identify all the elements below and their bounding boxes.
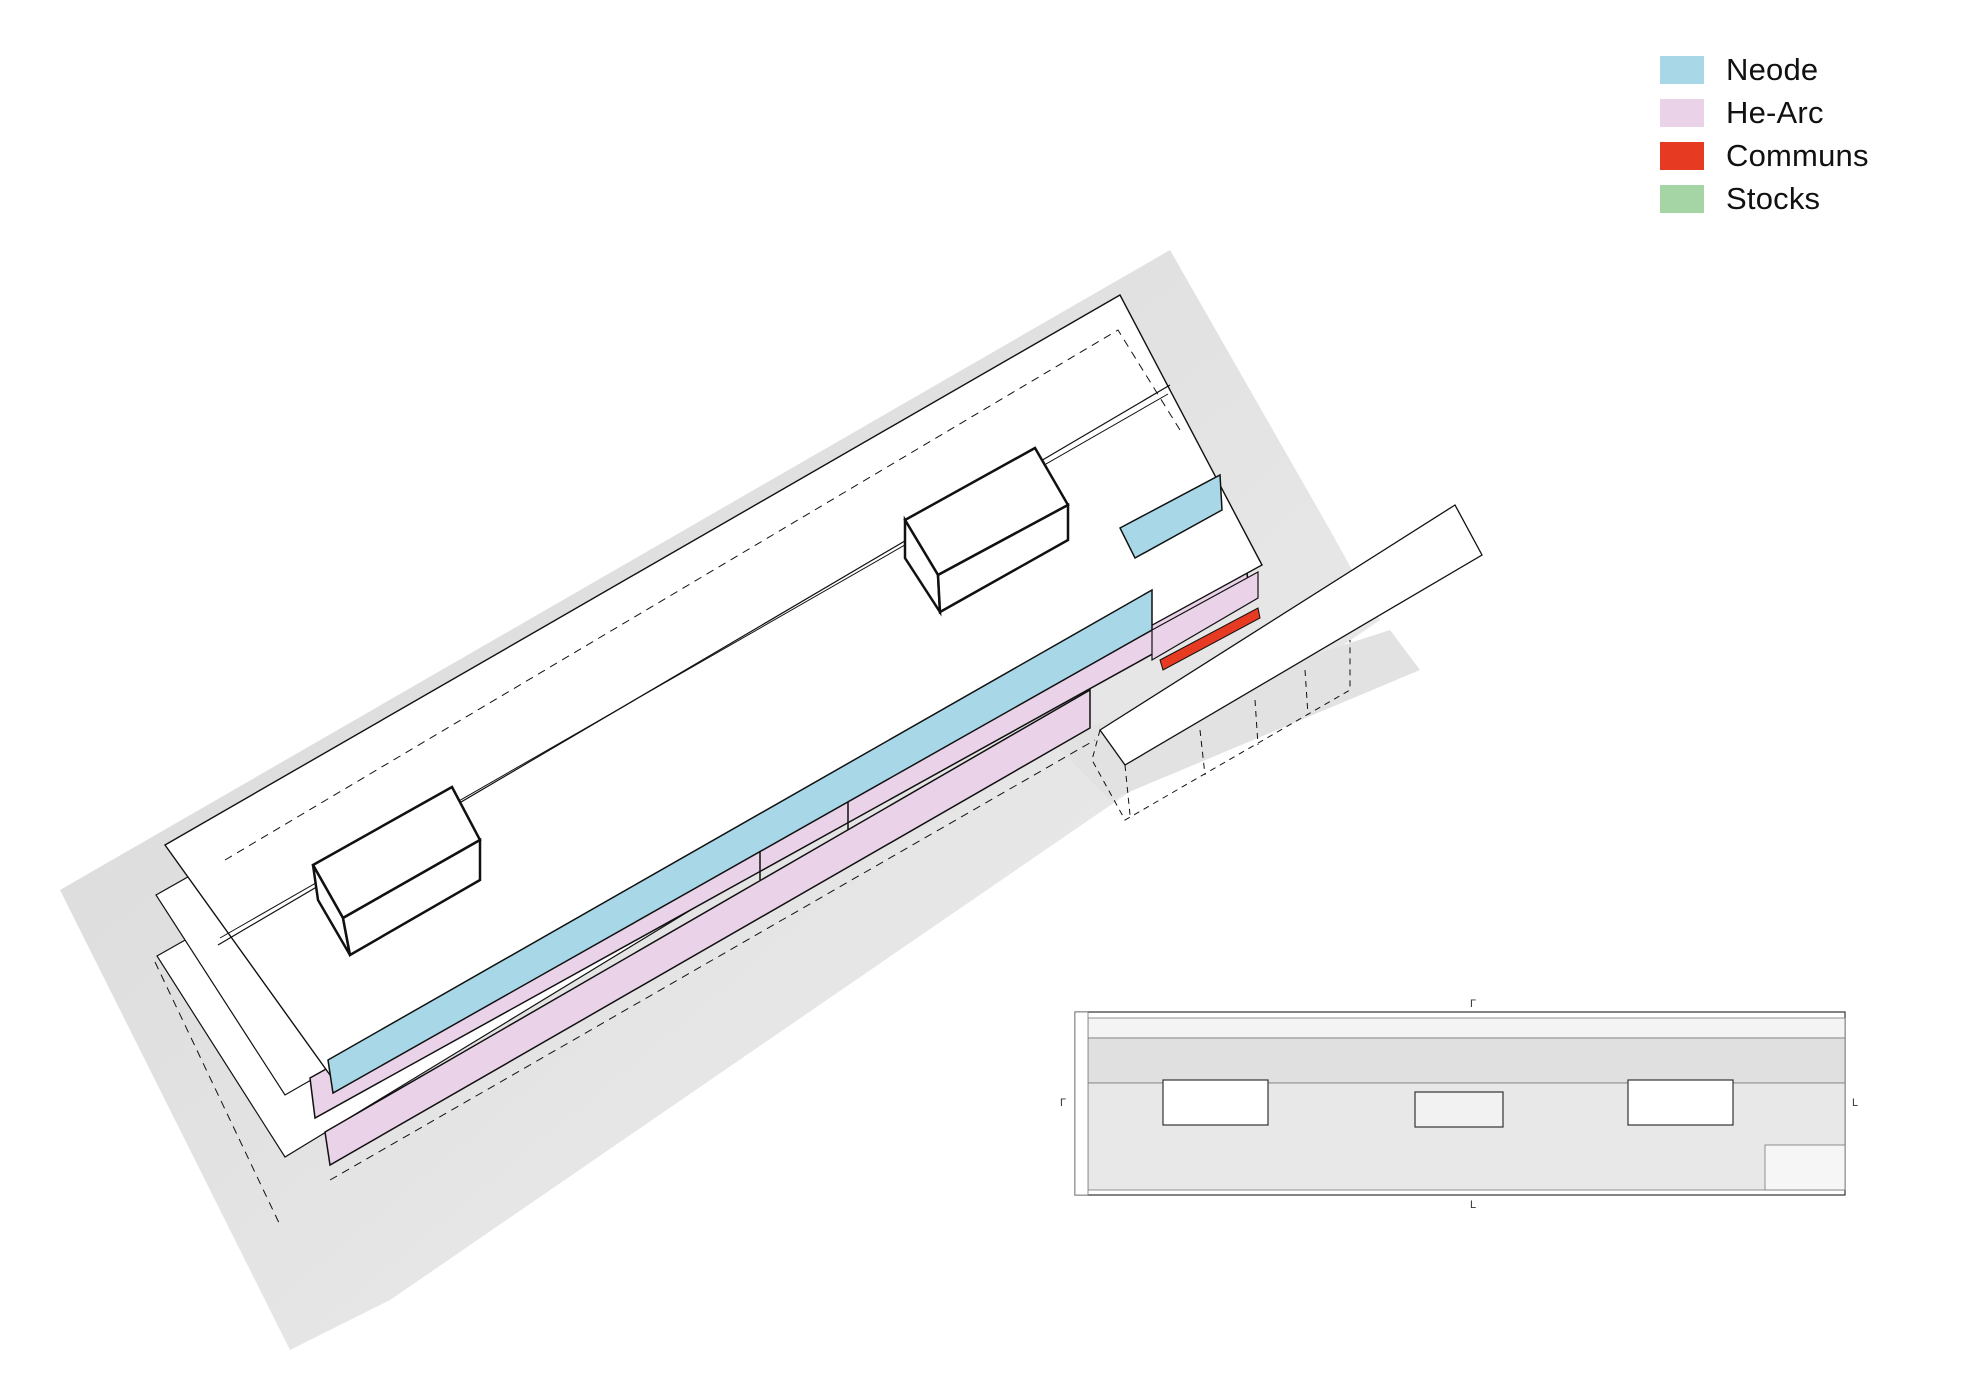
legend-item-he-arc: He-Arc — [1660, 91, 1869, 134]
legend-label-neode: Neode — [1726, 51, 1819, 87]
lower-dashed-outline-2 — [329, 739, 1096, 1181]
roof-plan: Γ L Γ L — [1060, 998, 1858, 1211]
he-arc-band-upper — [1151, 570, 1259, 662]
rooftop-box-left — [311, 785, 482, 957]
legend-item-stocks: Stocks — [1660, 177, 1869, 220]
plan-roof-box-left — [1162, 1079, 1269, 1126]
plan-section-marker-bottom: L — [1470, 1199, 1476, 1211]
communs-strip — [1159, 607, 1261, 671]
plan-section-marker-right: L — [1852, 1097, 1858, 1109]
plan-skylight — [1414, 1091, 1504, 1128]
neode-strip-short — [1119, 473, 1223, 560]
legend: Neode He-Arc Communs Stocks — [1660, 48, 1869, 220]
rooftop-box-right — [903, 446, 1070, 617]
legend-label-stocks: Stocks — [1726, 180, 1821, 216]
legend-swatch-stocks — [1660, 184, 1704, 213]
lower-dashed-outline — [154, 961, 281, 1226]
legend-swatch-neode — [1660, 55, 1704, 84]
legend-swatch-he-arc — [1660, 98, 1704, 127]
ground-shadow-annex — [1050, 630, 1420, 800]
legend-item-communs: Communs — [1660, 134, 1869, 177]
legend-swatch-communs — [1660, 141, 1704, 170]
legend-item-neode: Neode — [1660, 48, 1869, 91]
roof-dashed-outline — [224, 329, 1181, 861]
plan-section-marker-left: Γ — [1060, 1097, 1066, 1109]
annex-building — [1091, 504, 1483, 821]
legend-label-he-arc: He-Arc — [1726, 94, 1824, 130]
plan-section-marker-top: Γ — [1470, 998, 1476, 1010]
plan-roof-box-right — [1627, 1079, 1734, 1126]
he-arc-band-lower — [324, 688, 1091, 1167]
legend-label-communs: Communs — [1726, 137, 1869, 173]
